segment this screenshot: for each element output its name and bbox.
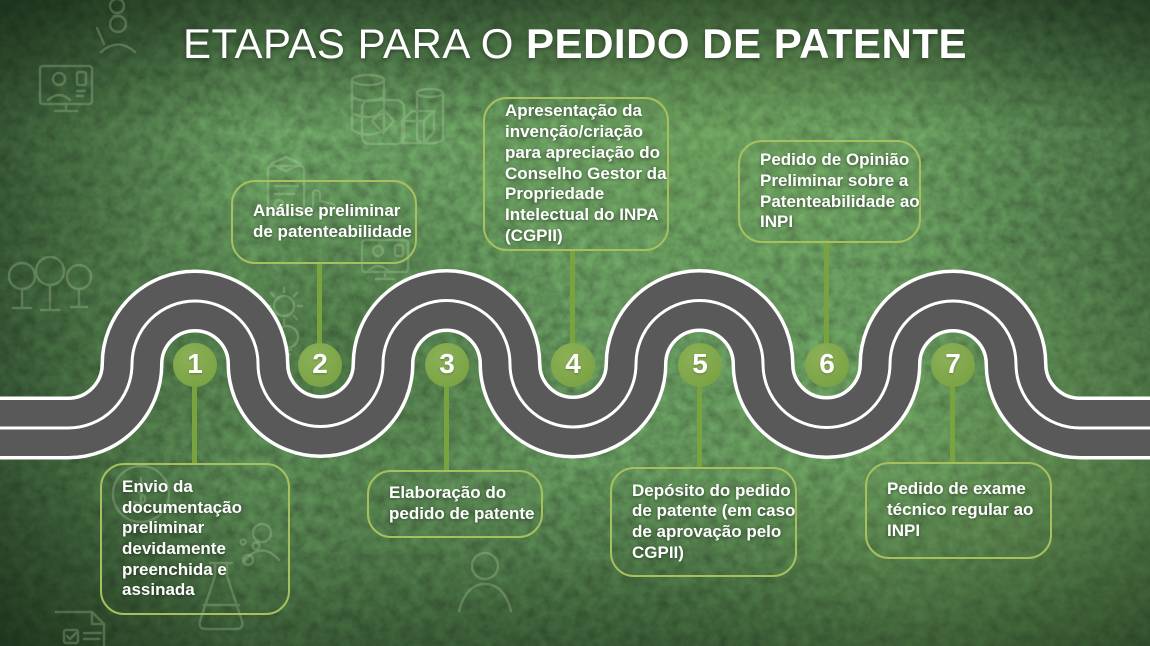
step-6-label: Pedido de Opinião Preliminar sobre a Pat…	[760, 150, 920, 232]
step-4-marker: 4	[551, 343, 595, 387]
step-2-marker: 2	[298, 343, 342, 387]
step-5-marker: 5	[678, 343, 722, 387]
dollar-coin-icon	[111, 464, 171, 524]
step-5-connector	[697, 365, 702, 469]
step-7-marker: 7	[931, 343, 975, 387]
step-3-label: Elaboração do pedido de patente	[389, 483, 535, 523]
step-3-callout: Elaboração do pedido de patente	[367, 470, 543, 538]
step-1-label: Envio da documentação preliminar devidam…	[122, 476, 242, 600]
page-title-prefix: ETAPAS PARA O	[182, 20, 514, 67]
step-2-label: Análise preliminar de patenteabilidade	[253, 201, 412, 241]
page-title: ETAPAS PARA O PEDIDO DE PATENTE	[0, 18, 1150, 71]
document-check-icon	[54, 610, 106, 646]
step-5-number: 5	[692, 348, 708, 379]
person-small-icon	[457, 551, 513, 613]
step-6-marker: 6	[805, 343, 849, 387]
page-title-emphasis: PEDIDO DE PATENTE	[526, 20, 968, 67]
step-4-connector	[570, 249, 575, 365]
step-3-number: 3	[439, 348, 455, 379]
step-5-callout: Depósito do pedido de patente (em caso d…	[610, 467, 797, 577]
step-7-number: 7	[945, 348, 961, 379]
data-cluster-icon	[350, 73, 445, 146]
step-2-number: 2	[312, 348, 328, 379]
step-5-label: Depósito do pedido de patente (em caso d…	[632, 480, 796, 562]
step-1-marker: 1	[173, 343, 217, 387]
step-3-marker: 3	[425, 343, 469, 387]
trees-icon	[7, 255, 93, 312]
step-7-callout: Pedido de exame técnico regular ao INPI	[865, 462, 1052, 559]
flask-icon	[198, 538, 261, 631]
step-4-number: 4	[565, 348, 581, 379]
step-7-connector	[950, 365, 955, 464]
person-icon	[243, 522, 281, 562]
hand-pointer-icon	[311, 189, 337, 215]
step-6-connector	[824, 241, 829, 365]
step-4-label: Apresentação da invenção/criação para ap…	[505, 101, 667, 245]
step-6-number: 6	[819, 348, 835, 379]
step-1-number: 1	[187, 348, 203, 379]
diploma-icon	[266, 155, 306, 216]
step-7-label: Pedido de exame técnico regular ao INPI	[887, 479, 1034, 540]
step-6-callout: Pedido de Opinião Preliminar sobre a Pat…	[738, 140, 921, 243]
step-2-callout: Análise preliminar de patenteabilidade	[231, 180, 417, 264]
step-1-connector	[192, 365, 197, 465]
step-1-callout: Envio da documentação preliminar devidam…	[100, 463, 290, 615]
person-idea-icon	[95, 0, 137, 54]
step-2-connector	[317, 262, 322, 365]
video-call-icon	[38, 64, 94, 113]
step-4-callout: Apresentação da invenção/criação para ap…	[483, 97, 669, 251]
step-3-connector	[444, 365, 449, 472]
